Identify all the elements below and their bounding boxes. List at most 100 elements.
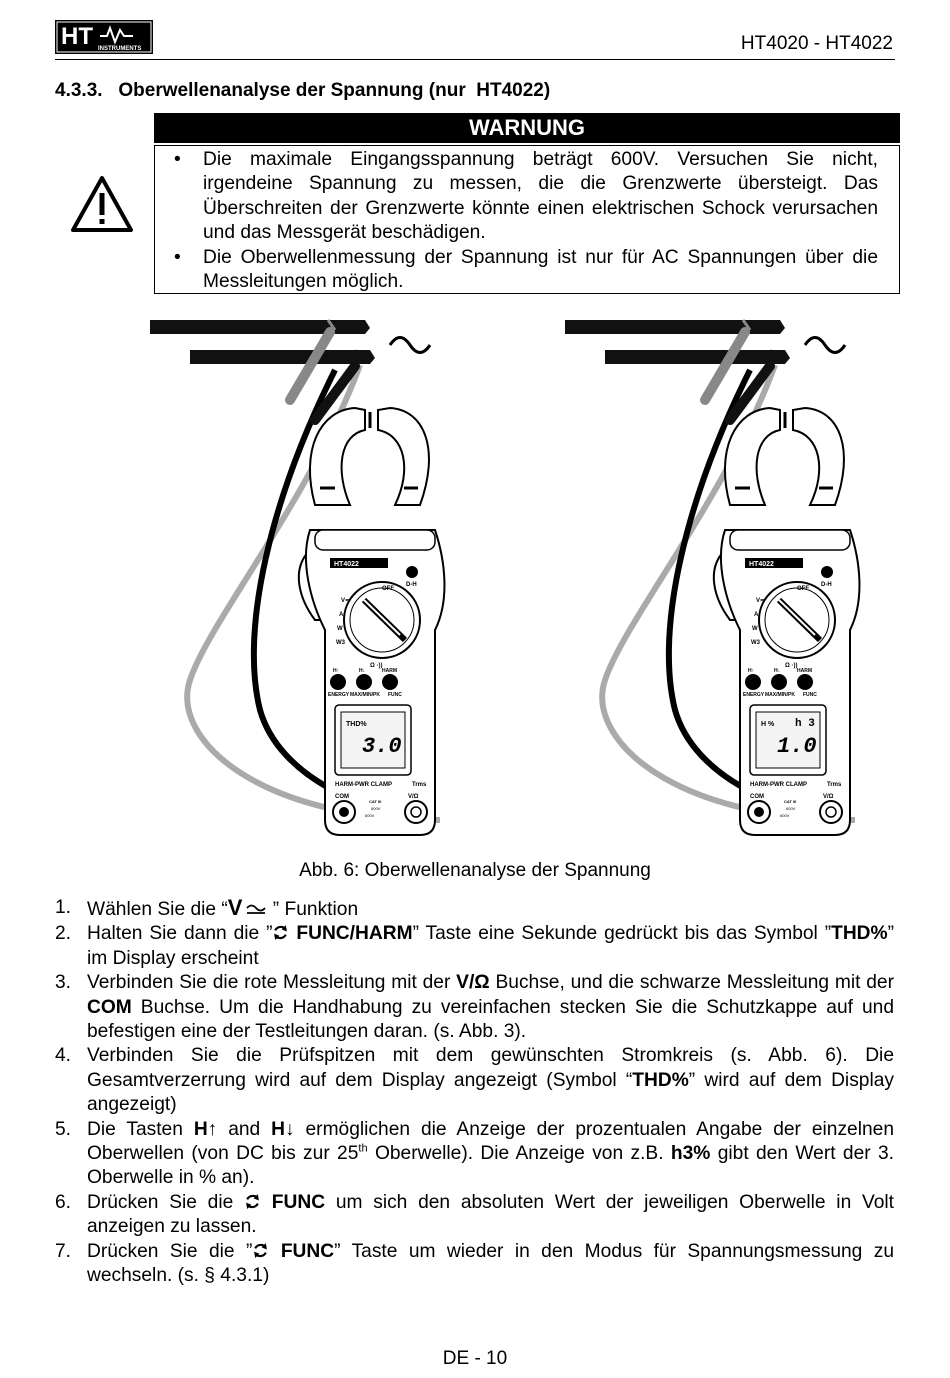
com-jack: COM bbox=[87, 996, 132, 1018]
h-up-key: H↑ bbox=[193, 1118, 218, 1140]
btn-label-right-0: ENERGY bbox=[743, 692, 765, 698]
step-text: Halten Sie dann die ” bbox=[87, 923, 273, 945]
cat-v1-right: 600V bbox=[786, 806, 796, 811]
thd-symbol: THD% bbox=[831, 923, 888, 945]
step-item: 2. Halten Sie dann die ” FUNC/HARM” Tast… bbox=[55, 922, 894, 971]
footer-label-right: HARM-PWR CLAMP bbox=[750, 782, 807, 788]
btn-top-right-2: HARM bbox=[797, 668, 812, 674]
warning-item: Die maximale Eingangsspannung beträgt 60… bbox=[172, 148, 878, 246]
step-item: 5. Die Tasten H↑ and H↓ ermöglichen die … bbox=[55, 1118, 894, 1191]
svg-text:HT: HT bbox=[61, 23, 93, 50]
figure-caption: Abb. 6: Oberwellenanalyse der Spannung bbox=[299, 860, 651, 881]
step-item: 7. Drücken Sie die ” FUNC” Taste um wied… bbox=[55, 1240, 894, 1289]
figure-clamp-meters: HT4022 OFF V≂ A W W3 Ω ·)) D-H H↑ H↓ HAR… bbox=[0, 300, 950, 860]
func-cycle-icon bbox=[254, 1242, 268, 1258]
step-text: um sich den absoluten Wert der jeweilige… bbox=[87, 1191, 894, 1238]
btn-label-right-1: MAX/MIN/PK bbox=[765, 692, 795, 698]
step-item: 6. Drücken Sie die FUNC um sich den abso… bbox=[55, 1191, 894, 1240]
trms-left: Trms bbox=[412, 782, 427, 788]
meter-model-left: HT4022 bbox=[334, 561, 359, 568]
step-text: ermöglichen die Anzeige der prozentualen… bbox=[87, 1118, 895, 1165]
lcd-label-left: THD% bbox=[346, 721, 367, 728]
section-title: 4.3.3. Oberwellenanalyse der Spannung (n… bbox=[55, 80, 551, 101]
step-text: Drücken Sie die ” bbox=[87, 1240, 253, 1262]
step-number: 1. bbox=[55, 897, 72, 918]
step-number: 5. bbox=[55, 1118, 72, 1140]
step-text: ” Taste um wieder in den Modus für Spann… bbox=[87, 1240, 895, 1287]
dial-v-right: V≂ bbox=[756, 598, 765, 604]
cat-v2-left: 600V bbox=[365, 813, 375, 818]
step-text: Oberwelle). Die Anzeige von z.B. bbox=[367, 1143, 671, 1165]
com-left: COM bbox=[335, 794, 349, 800]
step-number: 7. bbox=[55, 1240, 72, 1262]
superscript: th bbox=[358, 1142, 368, 1155]
step-text: Verbinden Sie die Prüfspitzen mit dem ge… bbox=[87, 1045, 894, 1091]
vohm-left: V/Ω bbox=[408, 794, 419, 800]
step-item: 3. Verbinden Sie die rote Messleitung mi… bbox=[55, 971, 894, 1044]
step-text: Verbinden Sie die rote Messleitung mit d… bbox=[87, 972, 457, 994]
dial-w-right: W bbox=[752, 626, 758, 632]
vohm-jack: V/Ω bbox=[456, 972, 490, 994]
cat-v2-right: 600V bbox=[780, 813, 790, 818]
dial-v-left: V≂ bbox=[341, 598, 350, 604]
btn-top-left-0: H↑ bbox=[333, 668, 339, 674]
footer-label-left: HARM-PWR CLAMP bbox=[335, 782, 392, 788]
cat-right: CAT III bbox=[784, 799, 796, 804]
dial-a-right: A bbox=[754, 612, 759, 618]
func-cycle-icon bbox=[246, 1193, 259, 1209]
func-cycle-icon bbox=[274, 925, 288, 941]
lcd-harm-right: h 3 bbox=[795, 718, 815, 730]
step-text: Buchse, und die schwarze Messleitung mit… bbox=[489, 972, 894, 994]
ht-logo-icon: HT INSTRUMENTS bbox=[55, 20, 153, 54]
h-down-key: H↓ bbox=[271, 1118, 295, 1140]
cat-left: CAT III bbox=[369, 799, 381, 804]
step-item: 1. Wählen Sie die “V ” Funktion bbox=[55, 895, 894, 922]
step-text: ” im Display erscheint bbox=[87, 923, 894, 969]
step-number: 4. bbox=[55, 1045, 72, 1067]
dial-w3-left: W3 bbox=[336, 640, 346, 646]
btn-top-left-2: HARM bbox=[382, 668, 397, 674]
vohm-right: V/Ω bbox=[823, 794, 834, 800]
step-text: ” Taste eine Sekunde gedrückt bis das Sy… bbox=[412, 923, 832, 945]
dial-ohm-left: Ω ·)) bbox=[370, 663, 382, 669]
step-text: Wählen Sie die “ bbox=[87, 899, 228, 920]
cat-v1-left: 600V bbox=[371, 806, 381, 811]
lcd-value-left: 3.0 bbox=[362, 734, 402, 759]
step-text: Drücken Sie die bbox=[87, 1191, 245, 1213]
dial-a-left: A bbox=[339, 612, 344, 618]
btn-label-right-2: FUNC bbox=[803, 692, 817, 698]
svg-text:INSTRUMENTS: INSTRUMENTS bbox=[98, 46, 141, 52]
header-rule bbox=[55, 59, 895, 60]
trms-right: Trms bbox=[827, 782, 842, 788]
btn-label-left-0: ENERGY bbox=[328, 692, 350, 698]
thd-symbol: THD% bbox=[632, 1069, 689, 1091]
btn-top-right-0: H↑ bbox=[748, 668, 754, 674]
func-harm-key: FUNC/HARM bbox=[296, 923, 413, 945]
v-symbol: V bbox=[227, 895, 243, 920]
warning-list: Die maximale Eingangsspannung beträgt 60… bbox=[172, 148, 878, 294]
model-name: HT4020 - HT4022 bbox=[740, 33, 893, 54]
dh-left: D-H bbox=[406, 582, 417, 588]
step-number: 2. bbox=[55, 923, 72, 945]
dial-off-right: OFF bbox=[797, 586, 809, 592]
step-item: 4. Verbinden Sie die Prüfspitzen mit dem… bbox=[55, 1044, 894, 1117]
lcd-value-right: 1.0 bbox=[777, 734, 817, 759]
lcd-label-right: H % bbox=[761, 721, 775, 728]
btn-label-left-1: MAX/MIN/PK bbox=[350, 692, 380, 698]
step-text: Buchse. Um die Handhabung zu vereinfache… bbox=[87, 996, 894, 1043]
step-number: 3. bbox=[55, 972, 72, 994]
com-right: COM bbox=[750, 794, 764, 800]
func-key: FUNC bbox=[271, 1191, 326, 1213]
func-key: FUNC bbox=[280, 1240, 335, 1262]
warning-item: Die Oberwellenmessung der Spannung ist n… bbox=[172, 246, 878, 295]
step-text: ” Funktion bbox=[267, 899, 359, 920]
ac-dc-icon bbox=[246, 904, 267, 914]
step-number: 6. bbox=[55, 1191, 72, 1213]
dial-w3-right: W3 bbox=[751, 640, 761, 646]
dh-right: D-H bbox=[821, 582, 832, 588]
dial-ohm-right: Ω ·)) bbox=[785, 663, 797, 669]
step-text: Die Tasten bbox=[87, 1118, 194, 1140]
instruction-steps: 1. Wählen Sie die “V ” Funktion 2. Halte… bbox=[55, 895, 894, 1289]
btn-label-left-2: FUNC bbox=[388, 692, 402, 698]
warning-triangle-icon bbox=[71, 176, 133, 232]
